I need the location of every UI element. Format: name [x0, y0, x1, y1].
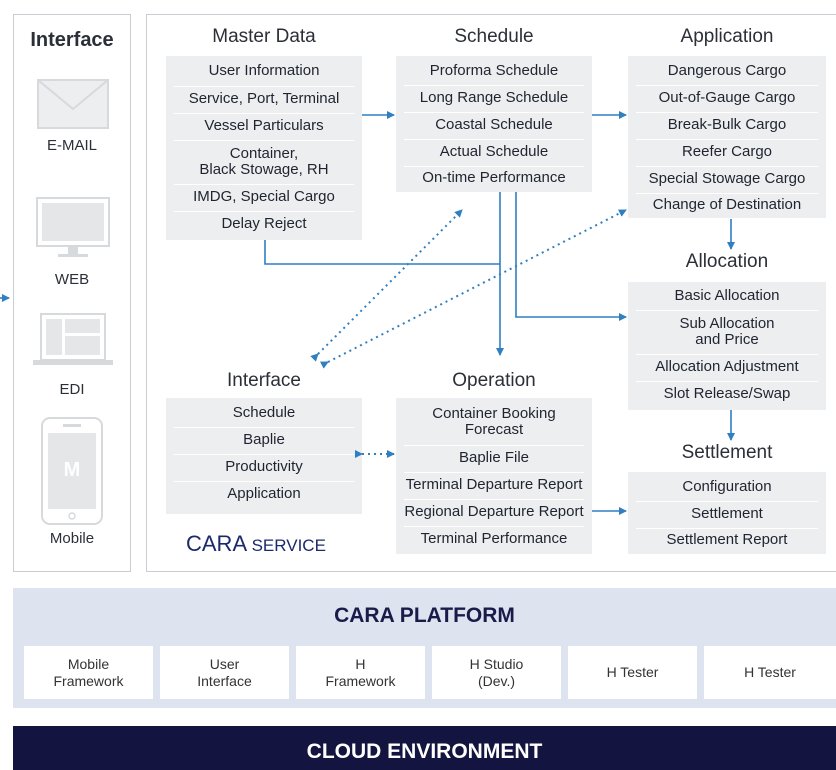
- schedule-item: On-time Performance: [422, 169, 566, 187]
- application-item: Special Stowage Cargo: [648, 170, 806, 188]
- master-data-title: Master Data: [212, 26, 316, 47]
- settlement-item: Settlement Report: [666, 531, 788, 549]
- platform-item-h-framework: H Framework: [296, 646, 425, 699]
- channel-label-mobile: Mobile: [49, 530, 95, 547]
- application-item: Reefer Cargo: [681, 143, 773, 161]
- application-item: Out-of-Gauge Cargo: [658, 89, 796, 107]
- master-data-item: IMDG, Special Cargo: [193, 188, 335, 206]
- cloud-environment-band: CLOUD ENVIRONMENT: [13, 726, 836, 770]
- interface-channels-panel: Interface E-MAIL WEB EDI: [13, 14, 131, 572]
- platform-item-h-tester: H Tester: [568, 646, 697, 699]
- settlement-title: Settlement: [681, 442, 773, 463]
- application-item: Break-Bulk Cargo: [667, 116, 787, 134]
- application-title: Application: [680, 26, 774, 47]
- cloud-environment-title: CLOUD ENVIRONMENT: [306, 740, 543, 763]
- service-interface-group: Schedule Baplie Productivity Application: [166, 398, 362, 514]
- operation-item: Terminal Performance: [420, 530, 568, 548]
- operation-item: Container Booking Forecast: [432, 404, 556, 438]
- channel-label-email: E-MAIL: [46, 137, 97, 154]
- platform-item-user-interface: User Interface: [160, 646, 289, 699]
- allocation-item: Basic Allocation: [674, 286, 780, 304]
- operation-group: Container Booking Forecast Baplie File T…: [396, 398, 592, 554]
- platform-item-h-studio: H Studio (Dev.): [432, 646, 561, 699]
- mobile-m-glyph: M: [63, 459, 81, 481]
- interface-panel-title: Interface: [30, 29, 114, 51]
- monitor-icon: [36, 197, 110, 266]
- allocation-item: Slot Release/Swap: [663, 385, 791, 403]
- platform-item-mobile-framework: Mobile Framework: [24, 646, 153, 699]
- channel-label-web: WEB: [54, 271, 90, 288]
- schedule-item: Proforma Schedule: [429, 62, 559, 80]
- operation-item: Terminal Departure Report: [405, 476, 583, 494]
- operation-item: Regional Departure Report: [404, 503, 584, 521]
- service-interface-item: Schedule: [232, 404, 296, 422]
- cara-platform-band: CARA PLATFORM Mobile Framework User Inte…: [13, 588, 836, 708]
- envelope-icon: [37, 79, 109, 134]
- master-data-item: Vessel Particulars: [204, 117, 324, 135]
- application-group: Dangerous Cargo Out-of-Gauge Cargo Break…: [628, 56, 826, 218]
- master-data-item: User Information: [208, 61, 320, 79]
- application-item: Dangerous Cargo: [667, 62, 787, 80]
- master-data-item: Container, Black Stowage, RH: [199, 144, 329, 178]
- schedule-title: Schedule: [454, 26, 534, 47]
- cara-platform-title: CARA PLATFORM: [334, 604, 515, 627]
- allocation-item: Sub Allocation and Price: [679, 314, 775, 348]
- platform-item-h-tester: H Tester: [704, 646, 836, 699]
- service-interface-item: Productivity: [225, 458, 303, 476]
- settlement-item: Configuration: [682, 478, 772, 496]
- service-interface-title: Interface: [227, 370, 301, 391]
- channel-label-edi: EDI: [59, 381, 85, 398]
- brand-sub: SERVICE: [251, 536, 326, 555]
- schedule-item: Coastal Schedule: [435, 116, 553, 134]
- service-interface-item: Baplie: [243, 431, 285, 449]
- master-data-group: User Information Service, Port, Terminal…: [166, 56, 362, 240]
- laptop-icon: [32, 313, 114, 372]
- application-item: Change of Destination: [652, 196, 802, 214]
- schedule-group: Proforma Schedule Long Range Schedule Co…: [396, 56, 592, 192]
- smartphone-icon: M: [41, 417, 103, 525]
- schedule-item: Long Range Schedule: [419, 89, 569, 107]
- master-data-item: Delay Reject: [221, 215, 307, 233]
- allocation-item: Allocation Adjustment: [655, 358, 799, 376]
- master-data-item: Service, Port, Terminal: [188, 90, 340, 108]
- operation-title: Operation: [452, 370, 536, 391]
- settlement-group: Configuration Settlement Settlement Repo…: [628, 472, 826, 554]
- allocation-title: Allocation: [685, 251, 769, 272]
- allocation-group: Basic Allocation Sub Allocation and Pric…: [628, 282, 826, 410]
- service-interface-item: Application: [227, 485, 301, 503]
- operation-item: Baplie File: [458, 449, 530, 467]
- cara-service-brand: CARA SERVICE: [186, 531, 326, 557]
- settlement-item: Settlement: [691, 505, 763, 523]
- schedule-item: Actual Schedule: [439, 143, 549, 161]
- brand-main: CARA: [186, 531, 248, 556]
